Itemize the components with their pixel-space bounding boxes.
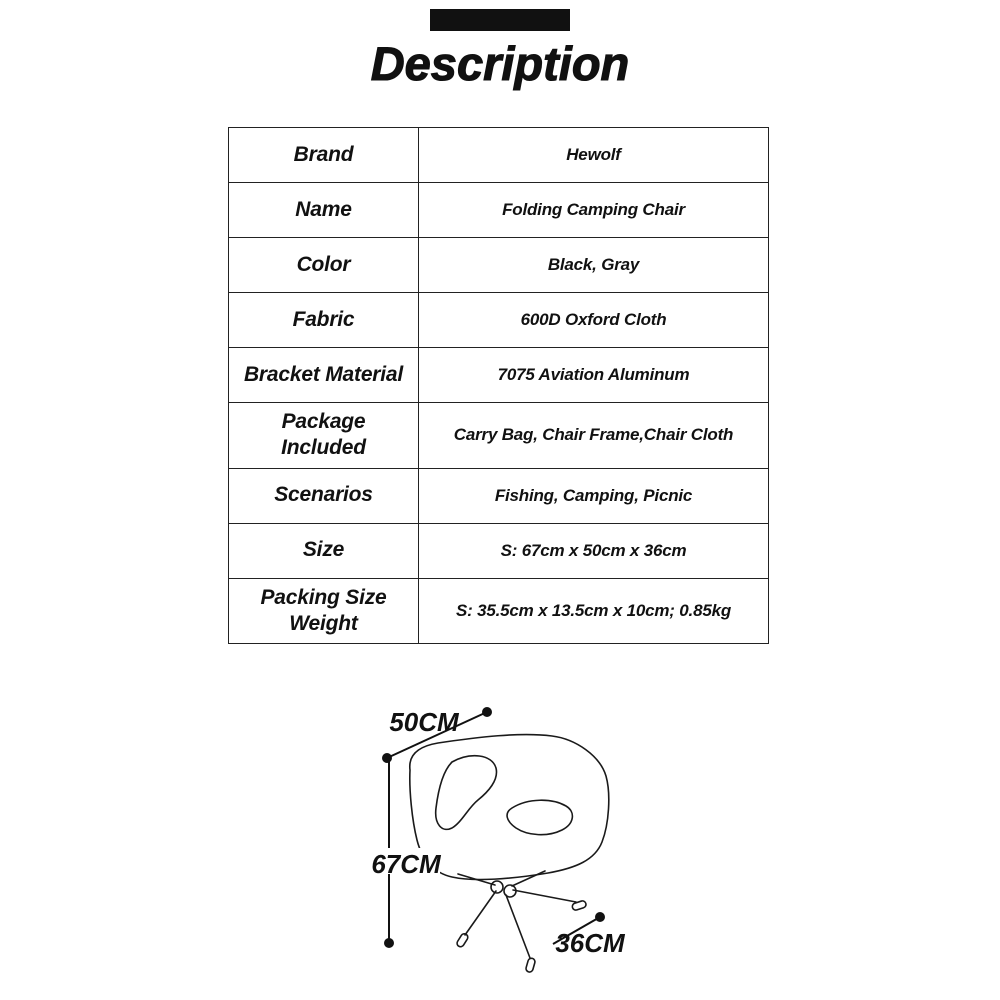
spec-value-package-included: Carry Bag, Chair Frame,Chair Cloth [418, 402, 769, 469]
spec-value-packing-size-weight: S: 35.5cm x 13.5cm x 10cm; 0.85kg [418, 577, 769, 644]
dim-label-height: 67CM [371, 849, 442, 879]
spec-label-color: Color [228, 237, 419, 293]
table-row: Scenarios Fishing, Camping, Picnic [228, 467, 769, 524]
table-row: Name Folding Camping Chair [228, 182, 769, 238]
spec-value-bracket-material: 7075 Aviation Aluminum [418, 347, 769, 403]
dim-dot [382, 753, 392, 763]
table-row: Package Included Carry Bag, Chair Frame,… [228, 402, 769, 469]
spec-label-bracket-material: Bracket Material [228, 347, 419, 403]
table-row: Color Black, Gray [228, 237, 769, 293]
table-row: Size S: 67cm x 50cm x 36cm [228, 522, 769, 579]
dim-label-width: 50CM [389, 707, 460, 737]
dim-dot [482, 707, 492, 717]
spec-label-fabric: Fabric [228, 292, 419, 348]
dim-label-depth: 36CM [555, 928, 626, 958]
spec-value-brand: Hewolf [418, 127, 769, 183]
dimension-lines [386, 711, 601, 945]
spec-label-size: Size [228, 522, 419, 579]
title-accent-bar [430, 9, 570, 31]
dim-line-width [386, 711, 488, 759]
table-row: Packing Size Weight S: 35.5cm x 13.5cm x… [228, 577, 769, 644]
spec-label-package-included: Package Included [228, 402, 419, 469]
spec-label-scenarios: Scenarios [228, 467, 419, 524]
spec-table: Brand Hewolf Name Folding Camping Chair … [228, 127, 769, 644]
spec-value-scenarios: Fishing, Camping, Picnic [418, 467, 769, 524]
dimension-dots [382, 707, 605, 948]
chair-dimension-diagram: 50CM 67CM 36CM [371, 707, 626, 973]
table-row: Bracket Material 7075 Aviation Aluminum [228, 347, 769, 403]
spec-value-fabric: 600D Oxford Cloth [418, 292, 769, 348]
spec-value-size: S: 67cm x 50cm x 36cm [418, 522, 769, 579]
table-row: Brand Hewolf [228, 127, 769, 183]
table-row: Fabric 600D Oxford Cloth [228, 292, 769, 348]
spec-label-brand: Brand [228, 127, 419, 183]
label-backing [372, 848, 440, 874]
spec-value-name: Folding Camping Chair [418, 182, 769, 238]
dim-line-depth [552, 916, 601, 945]
spec-label-name: Name [228, 182, 419, 238]
spec-label-packing-size-weight: Packing Size Weight [228, 577, 419, 644]
spec-value-color: Black, Gray [418, 237, 769, 293]
dim-dot [384, 938, 394, 948]
page-title: Description [370, 36, 630, 90]
dim-dot [595, 912, 605, 922]
